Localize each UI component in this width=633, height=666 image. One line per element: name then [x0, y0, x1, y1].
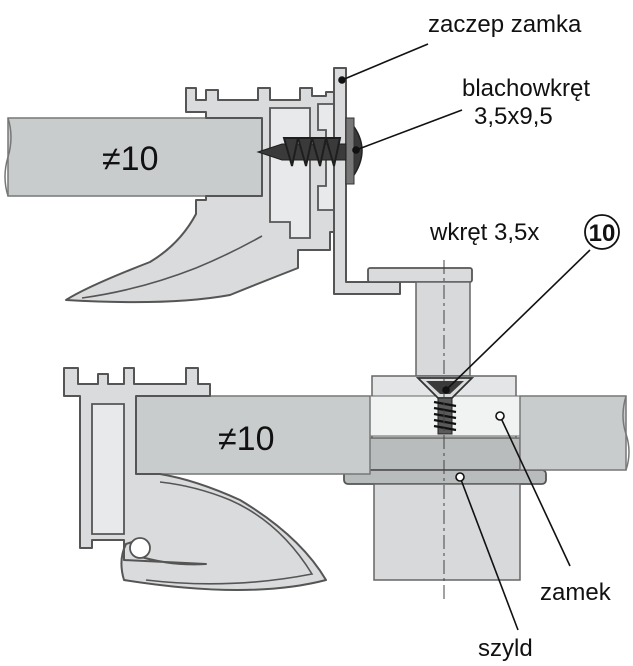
lock-cylinder-lower — [373, 483, 521, 581]
screw-label-prefix: wkręt 3,5x — [429, 219, 539, 246]
leader-screw — [445, 249, 591, 391]
top-glass-pane — [7, 117, 281, 197]
lock-catch-label: zaczep zamka — [428, 11, 582, 38]
sheet-screw-threads — [282, 137, 342, 167]
top-profile-chamber — [269, 107, 311, 239]
bottom-profile-chamber — [91, 403, 125, 535]
bottom-hinge-profile — [63, 367, 327, 591]
top-glass-thickness-label: ≠10 — [102, 140, 158, 178]
screw-length-number: 10 — [589, 220, 616, 247]
top-profile-fin — [81, 235, 263, 299]
leader-dot-lock-catch — [338, 76, 346, 84]
bottom-profile-hole — [129, 537, 151, 559]
leader-plate — [459, 476, 519, 631]
leader-sheet-screw — [355, 109, 463, 151]
lock-cap — [367, 267, 473, 283]
plate-label: szyld — [478, 635, 533, 662]
lock-screw-threads — [433, 400, 457, 432]
leader-dot-screw — [442, 386, 450, 394]
lock-assembly — [343, 260, 547, 600]
screw-length-badge — [584, 214, 620, 250]
lock-catch-bracket — [333, 67, 401, 295]
leader-dot-plate — [455, 472, 465, 482]
leader-lock-catch — [341, 43, 429, 81]
top-glass-break-edge — [4, 117, 12, 197]
bottom-glass-right — [519, 395, 627, 471]
lock-plate — [343, 469, 547, 485]
bottom-glass-thickness-label: ≠10 — [218, 420, 274, 458]
leader-lines — [338, 43, 591, 631]
bottom-assembly — [63, 367, 630, 591]
sheet-screw-label-line1: blachowkręt — [462, 75, 590, 102]
lock-label: zamek — [540, 579, 612, 606]
lock-cylinder-upper — [415, 281, 471, 377]
leader-dot-sheet-screw — [352, 146, 360, 154]
sheet-screw-label-line2: 3,5x9,5 — [474, 103, 553, 130]
top-assembly — [4, 67, 401, 304]
leader-lock — [499, 415, 571, 567]
leader-dot-lock — [495, 411, 505, 421]
bottom-glass-pane — [135, 395, 371, 475]
bottom-glass-break-edge — [622, 395, 630, 471]
bottom-profile-fin — [145, 481, 314, 585]
